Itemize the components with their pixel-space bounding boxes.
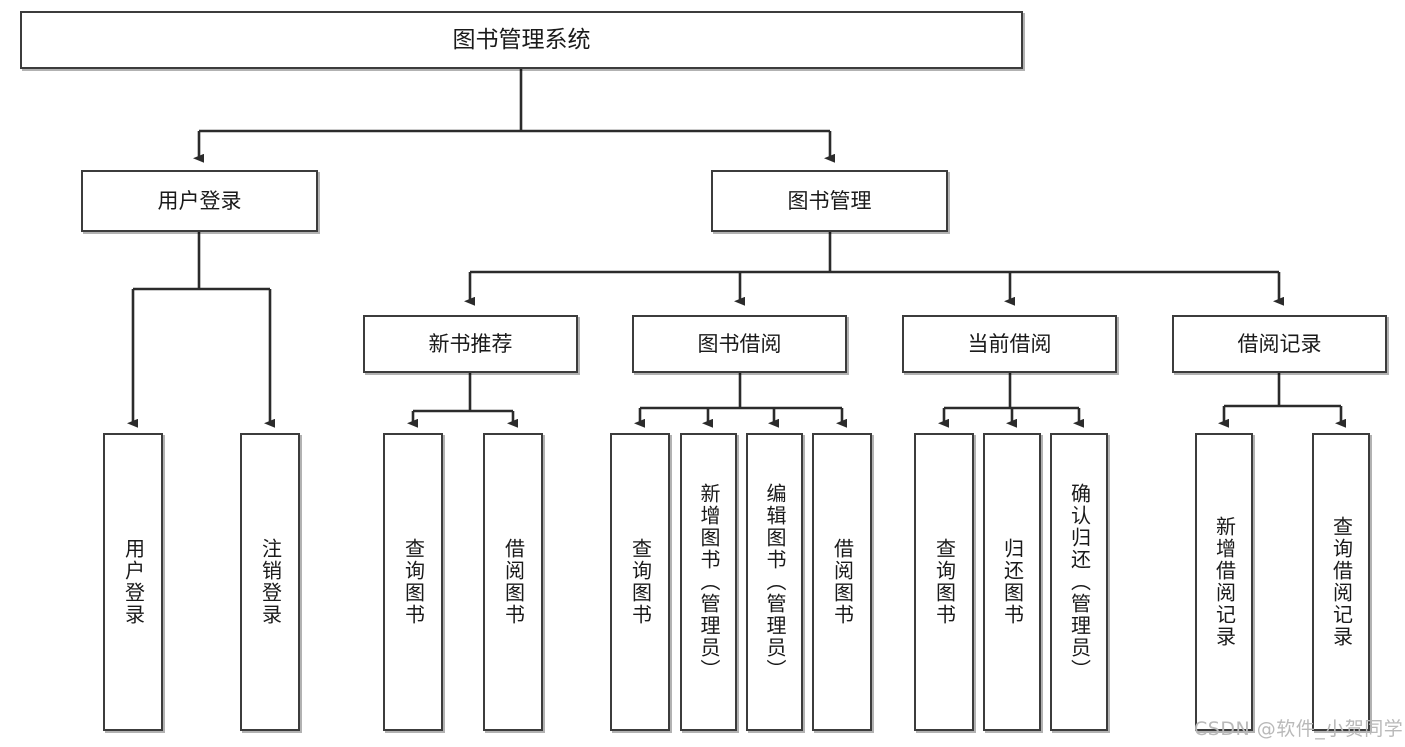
node-book-borrow[interactable]: 图书借阅 (632, 315, 847, 373)
leaf-book-borrow-borrow-book[interactable]: 借阅图书 (812, 433, 872, 731)
leaf-borrow-record-query-record[interactable]: 查询借阅记录 (1312, 433, 1370, 731)
leaf-current-borrow-confirm-return-admin[interactable]: 确认归还（管理员） (1050, 433, 1108, 731)
node-label: 查询图书 (932, 538, 957, 626)
node-label: 归还图书 (1000, 538, 1025, 626)
node-root-book-management-system[interactable]: 图书管理系统 (20, 11, 1023, 69)
node-label: 图书管理 (787, 188, 872, 213)
node-label: 查询图书 (401, 538, 426, 626)
node-label: 图书管理系统 (452, 26, 591, 53)
leaf-current-borrow-return-book[interactable]: 归还图书 (983, 433, 1041, 731)
node-label: 用户登录 (157, 188, 242, 213)
node-label: 确认归还（管理员） (1067, 483, 1092, 681)
node-current-borrow[interactable]: 当前借阅 (902, 315, 1117, 373)
node-label: 新书推荐 (428, 331, 513, 356)
node-user-login[interactable]: 用户登录 (81, 170, 318, 232)
node-label: 新增借阅记录 (1212, 516, 1237, 648)
watermark-text: CSDN @软件_小贺同学 (1194, 718, 1404, 740)
node-label: 查询图书 (628, 538, 653, 626)
node-label: 注销登录 (258, 538, 283, 626)
leaf-user-login-logout[interactable]: 注销登录 (240, 433, 300, 731)
leaf-borrow-record-add-record[interactable]: 新增借阅记录 (1195, 433, 1253, 731)
node-label: 借阅图书 (830, 538, 855, 626)
node-label: 当前借阅 (967, 331, 1052, 356)
leaf-book-borrow-add-book-admin[interactable]: 新增图书（管理员） (680, 433, 737, 731)
leaf-book-borrow-query-book[interactable]: 查询图书 (610, 433, 670, 731)
node-label: 借阅记录 (1237, 331, 1322, 356)
node-new-book-recommend[interactable]: 新书推荐 (363, 315, 578, 373)
node-book-management[interactable]: 图书管理 (711, 170, 948, 232)
leaf-book-borrow-edit-book-admin[interactable]: 编辑图书（管理员） (746, 433, 803, 731)
node-label: 用户登录 (121, 538, 146, 626)
leaf-new-book-query-book[interactable]: 查询图书 (383, 433, 443, 731)
node-label: 编辑图书（管理员） (763, 483, 787, 681)
leaf-user-login-login[interactable]: 用户登录 (103, 433, 163, 731)
node-label: 查询借阅记录 (1329, 516, 1354, 648)
node-label: 新增图书（管理员） (697, 483, 721, 681)
leaf-current-borrow-query-book[interactable]: 查询图书 (914, 433, 974, 731)
node-borrow-record[interactable]: 借阅记录 (1172, 315, 1387, 373)
leaf-new-book-borrow-book[interactable]: 借阅图书 (483, 433, 543, 731)
node-label: 借阅图书 (501, 538, 526, 626)
node-label: 图书借阅 (697, 331, 782, 356)
